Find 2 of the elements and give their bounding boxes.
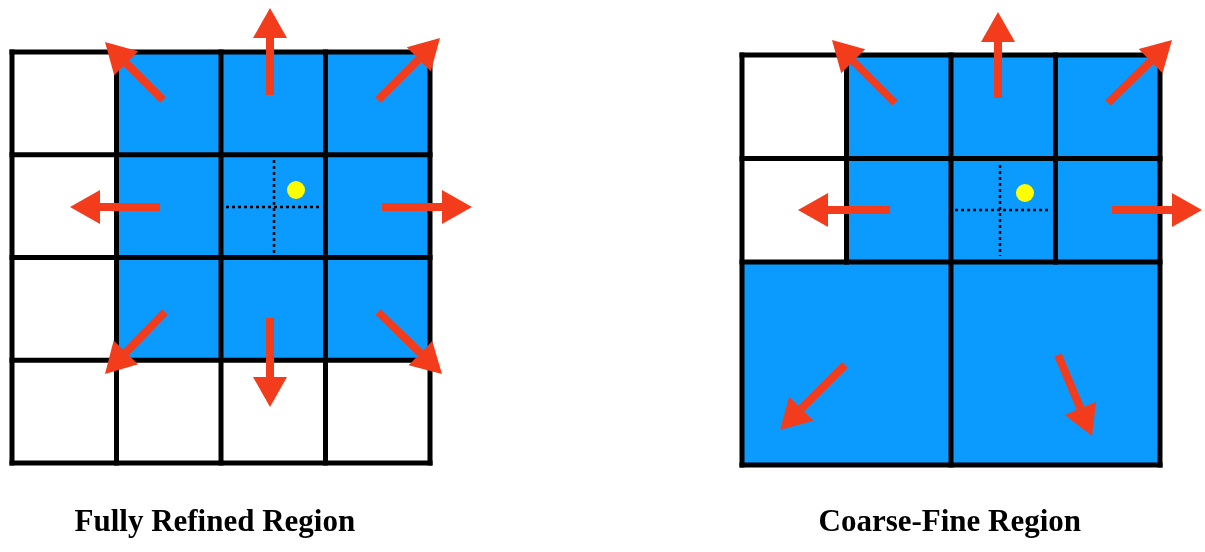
region-caption: Coarse-Fine Region — [818, 503, 1082, 539]
region-caption: Fully Refined Region — [74, 503, 356, 539]
